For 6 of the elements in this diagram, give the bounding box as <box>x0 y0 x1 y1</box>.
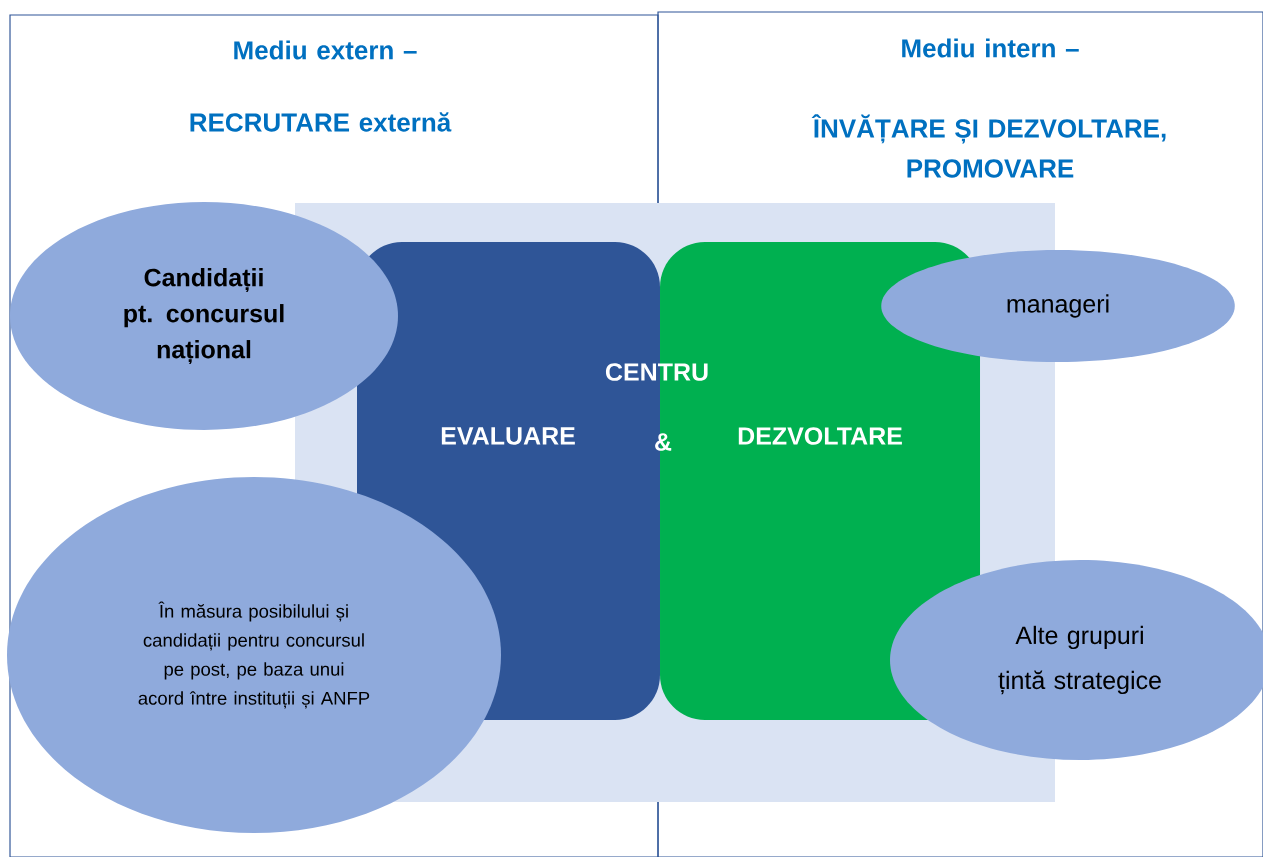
panel-heading: ÎNVĂȚARE ȘI DEZVOLTARE, PROMOVARE <box>811 114 1166 178</box>
panel-heading: Mediu extern – <box>234 40 417 60</box>
panel-heading: RECRUTARE externă <box>190 112 452 132</box>
center-label: CENTRU <box>605 363 708 381</box>
panel-heading: Mediu intern – <box>902 38 1079 58</box>
center-label: & <box>655 433 672 451</box>
